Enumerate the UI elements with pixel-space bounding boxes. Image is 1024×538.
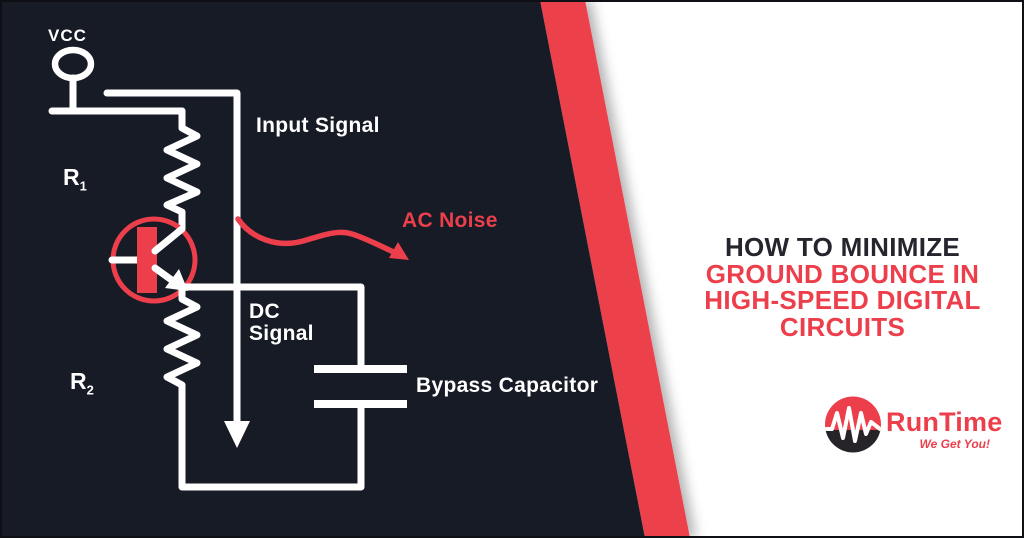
r2-label-sub: 2	[86, 382, 94, 398]
transistor-emitter-wire	[151, 264, 177, 285]
title-line-3: HIGH-SPEED DIGITAL	[704, 285, 981, 315]
waveform-icon	[825, 396, 881, 453]
dc-signal-arrow-icon	[224, 421, 250, 448]
r1-label-base: R	[63, 164, 80, 190]
ac-noise-curve	[235, 216, 399, 256]
r2-label: R2	[70, 368, 94, 398]
r1-label: R1	[63, 164, 87, 194]
ac-noise-arrow-icon	[235, 216, 409, 260]
brand-name: RunTime	[886, 407, 1003, 437]
title-line-2: GROUND BOUNCE IN	[705, 258, 980, 289]
page-title: HOW TO MINIMIZE GROUND BOUNCE IN HIGH-SP…	[670, 234, 1015, 340]
transistor-bar	[137, 227, 157, 293]
brand-logo: RunTime We Get You!	[824, 396, 1003, 454]
resistor-r2-icon	[163, 283, 365, 491]
brand-tagline: We Get You!	[919, 437, 990, 451]
dc-signal-label: DC Signal	[249, 300, 314, 345]
brand-text: RunTime We Get You!	[886, 396, 1003, 452]
input-signal-wire	[103, 89, 241, 428]
vcc-label: VCC	[48, 26, 87, 45]
vcc-terminal-icon	[51, 46, 95, 82]
transistor-collector-wire	[151, 225, 186, 255]
ac-noise-arrowhead	[389, 242, 409, 260]
ac-noise-label: AC Noise	[402, 209, 498, 232]
r2-label-base: R	[70, 368, 87, 394]
capacitor-icon	[314, 365, 407, 408]
title-line-4: CIRCUITS	[779, 311, 906, 342]
r1-label-sub: 1	[79, 178, 87, 194]
red-diagonal-band	[540, 0, 690, 538]
resistor-r1-icon	[163, 107, 201, 233]
bypass-capacitor-label: Bypass Capacitor	[416, 374, 599, 397]
dark-panel	[0, 0, 645, 538]
title-line-1: HOW TO MINIMIZE	[724, 232, 961, 262]
input-signal-label: Input Signal	[256, 114, 380, 137]
branch-wire	[180, 283, 365, 370]
transistor-icon	[108, 216, 198, 304]
